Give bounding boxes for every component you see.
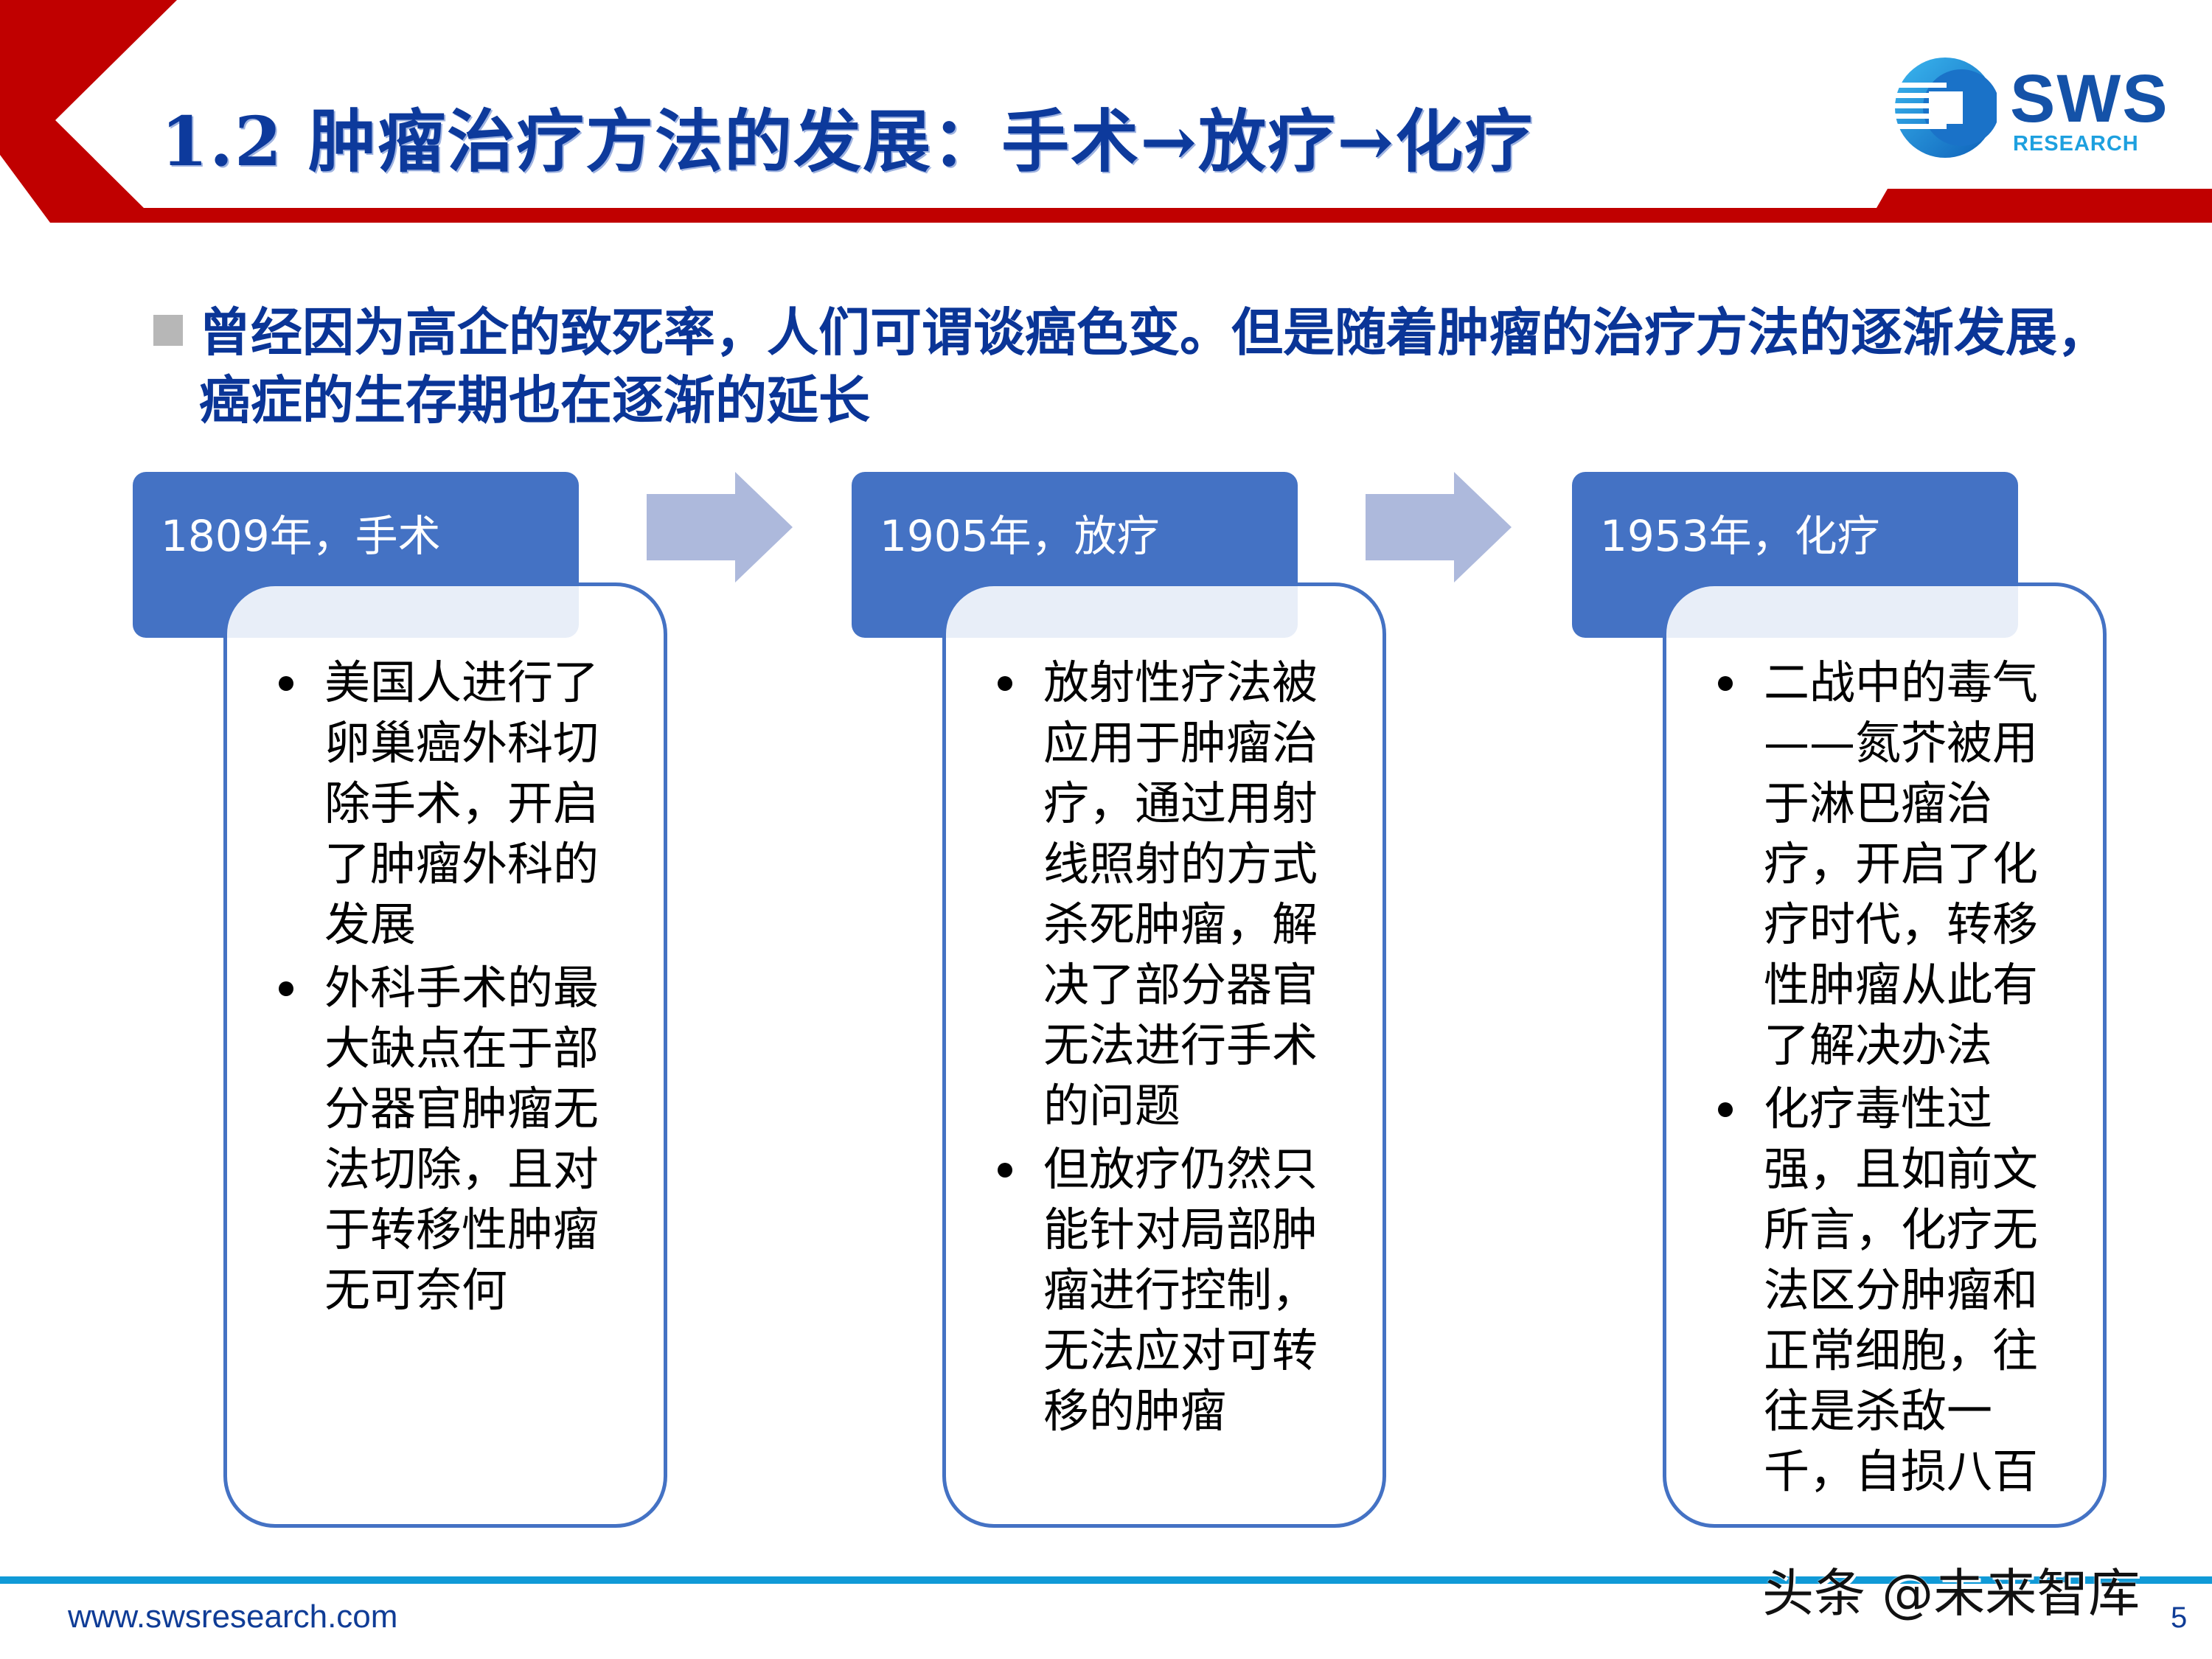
bullet-dot-icon: [1718, 676, 1733, 691]
bullet-text: 化疗毒性过强，且如前文所言，化疗无法区分肿瘤和正常细胞，往往是杀敌一千，自损八百: [1764, 1082, 2039, 1498]
bullet-text: 放射性疗法被应用于肿瘤治疗，通过用射线照射的方式杀死肿瘤，解决了部分器官无法进行…: [1043, 655, 1318, 1133]
bullet-text: 外科手术的最大缺点在于部分器官肿瘤无法切除，且对于转移性肿瘤无可奈何: [324, 961, 599, 1317]
footer-url-link[interactable]: www.swsresearch.com: [68, 1599, 398, 1635]
list-item: 外科手术的最大缺点在于部分器官肿瘤无法切除，且对于转移性肿瘤无可奈何: [279, 958, 625, 1321]
logo-wordmark: SWS: [2010, 61, 2169, 136]
stage-card: 二战中的毒气——氮芥被用于淋巴瘤治疗，开启了化疗时代，转移性肿瘤从此有了解决办法…: [1663, 582, 2107, 1528]
stage-card: 美国人进行了卵巢癌外科切除手术，开启了肿瘤外科的发展 外科手术的最大缺点在于部分…: [223, 582, 667, 1528]
bullet-dot-icon: [998, 676, 1012, 691]
header-red-band: [0, 0, 2212, 223]
page-number: 5: [2171, 1601, 2188, 1634]
list-item: 美国人进行了卵巢癌外科切除手术，开启了肿瘤外科的发展: [279, 653, 625, 955]
page-title: 1.2 肿瘤治疗方法的发展：手术→放疗→化疗: [161, 102, 1534, 181]
list-item: 二战中的毒气——氮芥被用于淋巴瘤治疗，开启了化疗时代，转移性肿瘤从此有了解决办法: [1718, 653, 2065, 1076]
bullet-dot-icon: [1718, 1102, 1733, 1117]
sws-globe-icon: [1893, 58, 1997, 158]
bullet-text: 二战中的毒气——氮芥被用于淋巴瘤治疗，开启了化疗时代，转移性肿瘤从此有了解决办法: [1764, 655, 2039, 1072]
logo-subtitle: RESEARCH: [2013, 132, 2139, 156]
bullet-list: 放射性疗法被应用于肿瘤治疗，通过用射线照射的方式杀死肿瘤，解决了部分器官无法进行…: [998, 653, 1344, 1444]
sws-research-logo: SWS RESEARCH: [1893, 56, 2174, 163]
list-item: 但放疗仍然只能针对局部肿瘤进行控制，无法应对可转移的肿瘤: [998, 1139, 1344, 1441]
bullet-dot-icon: [279, 676, 293, 691]
right-arrow-icon: [647, 472, 793, 582]
stage-label: 1953年，化疗: [1600, 511, 1880, 561]
bullet-text: 美国人进行了卵巢癌外科切除手术，开启了肿瘤外科的发展: [324, 655, 599, 951]
bullet-dot-icon: [279, 981, 293, 996]
bullet-list: 二战中的毒气——氮芥被用于淋巴瘤治疗，开启了化疗时代，转移性肿瘤从此有了解决办法…: [1718, 653, 2065, 1505]
bullet-dot-icon: [998, 1163, 1012, 1178]
stage-label: 1905年，放疗: [880, 511, 1160, 561]
stage-label: 1809年，手术: [161, 511, 441, 561]
square-bullet-icon: [153, 315, 183, 346]
stage-card: 放射性疗法被应用于肿瘤治疗，通过用射线照射的方式杀死肿瘤，解决了部分器官无法进行…: [942, 582, 1386, 1528]
stage-surgery: 1809年，手术 美国人进行了卵巢癌外科切除手术，开启了肿瘤外科的发展 外科手术…: [133, 472, 700, 1534]
list-item: 化疗毒性过强，且如前文所言，化疗无法区分肿瘤和正常细胞，往往是杀敌一千，自损八百: [1718, 1079, 2065, 1502]
intro-text: 曾经因为高企的致死率，人们可谓谈癌色变。但是随着肿瘤的治疗方法的逐渐发展，癌症的…: [199, 302, 2109, 431]
watermark-text: 头条 @未来智库: [1762, 1563, 2140, 1624]
footer-divider: [0, 1576, 2212, 1584]
stage-radiotherapy: 1905年，放疗 放射性疗法被应用于肿瘤治疗，通过用射线照射的方式杀死肿瘤，解决…: [852, 472, 1419, 1534]
bullet-list: 美国人进行了卵巢癌外科切除手术，开启了肿瘤外科的发展 外科手术的最大缺点在于部分…: [279, 653, 625, 1324]
bullet-text: 但放疗仍然只能针对局部肿瘤进行控制，无法应对可转移的肿瘤: [1043, 1142, 1318, 1438]
right-arrow-icon: [1366, 472, 1512, 582]
stage-chemotherapy: 1953年，化疗 二战中的毒气——氮芥被用于淋巴瘤治疗，开启了化疗时代，转移性肿…: [1572, 472, 2140, 1534]
list-item: 放射性疗法被应用于肿瘤治疗，通过用射线照射的方式杀死肿瘤，解决了部分器官无法进行…: [998, 653, 1344, 1136]
